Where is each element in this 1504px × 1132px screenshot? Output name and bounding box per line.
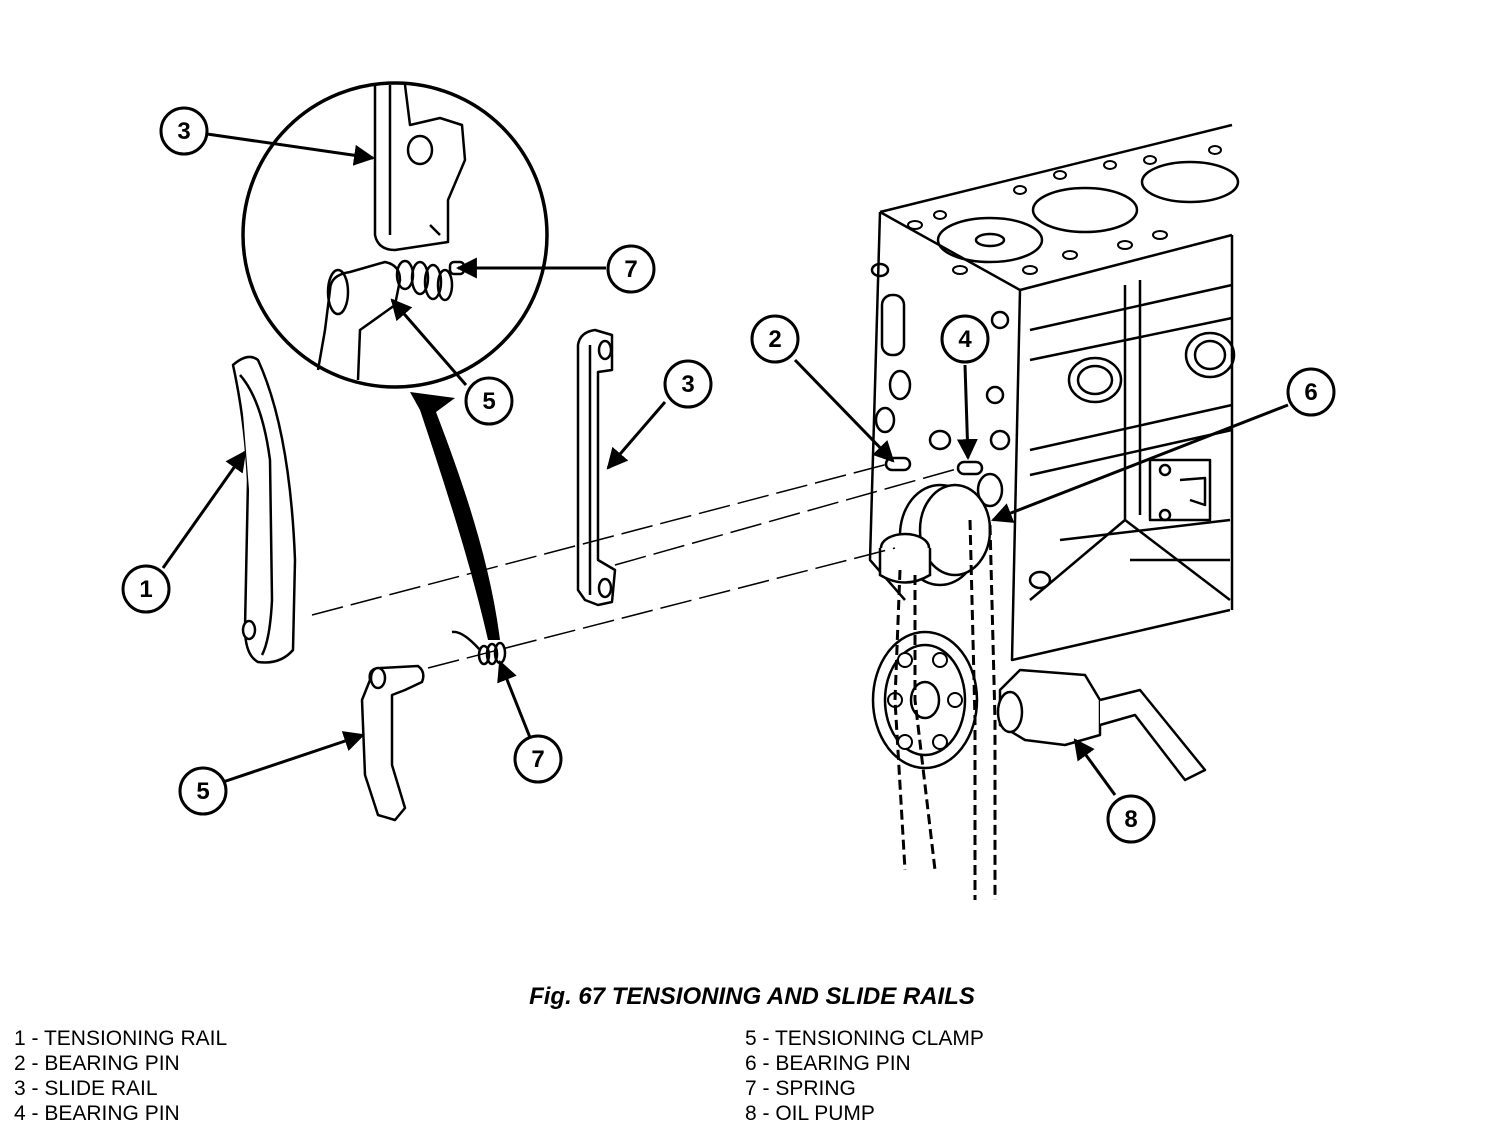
legend-item: 2 - BEARING PIN xyxy=(14,1052,180,1075)
figure-caption: Fig. 67 TENSIONING AND SLIDE RAILS xyxy=(529,983,975,1010)
legend-item: 5 - TENSIONING CLAMP xyxy=(745,1027,984,1050)
detail-pointer-arrow xyxy=(410,392,500,640)
tensioning-rail-part xyxy=(231,355,297,664)
engine-block xyxy=(868,123,1240,662)
tensioning-clamp-part xyxy=(360,664,425,822)
legend-item: 6 - BEARING PIN xyxy=(745,1052,911,1075)
timing-chains xyxy=(893,519,997,900)
intermediate-sprocket xyxy=(878,483,992,587)
callout-2: 2 xyxy=(750,314,800,364)
callout-3: 3 xyxy=(663,359,713,409)
alignment-lines xyxy=(311,463,961,669)
bearing-pins-on-block xyxy=(884,456,984,476)
callout-markers: 3 7 5 1 3 2 4 6 xyxy=(121,106,1336,844)
legend-left-column: 1 - TENSIONING RAIL 2 - BEARING PIN 3 - … xyxy=(14,1026,227,1126)
legend-item: 8 - OIL PUMP xyxy=(745,1102,875,1125)
callout-label: 5 xyxy=(482,388,495,415)
callout-3-detail: 3 xyxy=(159,106,209,156)
callout-label: 1 xyxy=(139,576,152,603)
callout-label: 5 xyxy=(196,778,209,805)
callout-label: 3 xyxy=(681,371,694,398)
callout-label: 8 xyxy=(1124,806,1137,833)
callout-7: 7 xyxy=(513,734,563,784)
callout-6: 6 xyxy=(1286,367,1336,417)
callout-8: 8 xyxy=(1106,794,1156,844)
slide-rail-part xyxy=(576,328,617,607)
detail-circle xyxy=(241,81,549,389)
legend-item: 4 - BEARING PIN xyxy=(14,1102,180,1125)
callout-label: 4 xyxy=(958,326,972,353)
crankshaft-sprocket xyxy=(871,630,979,770)
legend-right-column: 5 - TENSIONING CLAMP 6 - BEARING PIN 7 -… xyxy=(745,1026,984,1126)
legend-item: 3 - SLIDE RAIL xyxy=(14,1077,158,1100)
exploded-view-diagram: 3 7 5 1 3 2 4 6 xyxy=(121,81,1336,900)
callout-label: 3 xyxy=(177,118,190,145)
callout-label: 6 xyxy=(1304,379,1317,406)
oil-pump xyxy=(996,668,1207,782)
callout-7-detail: 7 xyxy=(606,244,656,294)
callout-label: 2 xyxy=(768,326,781,353)
callout-5-detail: 5 xyxy=(464,376,514,426)
callout-4: 4 xyxy=(940,314,990,364)
callout-5: 5 xyxy=(178,766,228,816)
legend-item: 1 - TENSIONING RAIL xyxy=(14,1027,228,1050)
legend-item: 7 - SPRING xyxy=(745,1077,856,1100)
callout-label: 7 xyxy=(531,746,544,773)
callout-label: 7 xyxy=(624,256,637,283)
callout-1: 1 xyxy=(121,564,171,614)
leader-lines xyxy=(161,132,1289,796)
